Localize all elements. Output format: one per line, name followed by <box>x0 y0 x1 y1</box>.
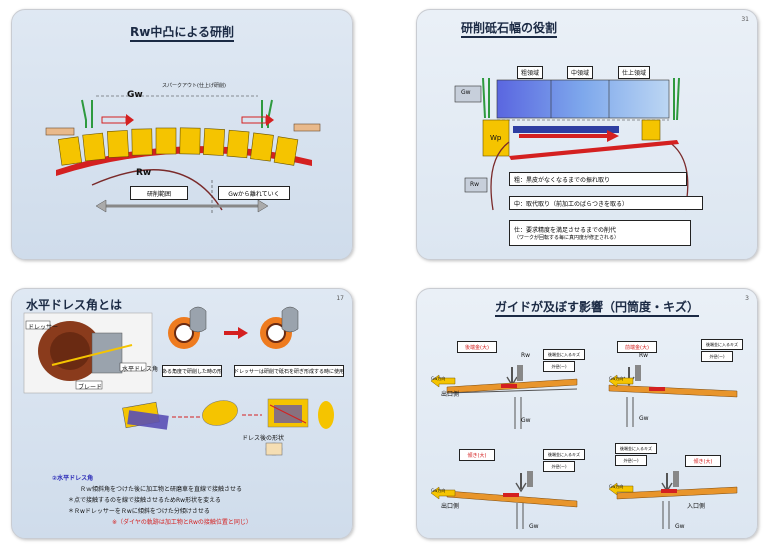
p4-in-label: 入口側 <box>687 503 706 510</box>
rw-label: Rw <box>470 181 480 188</box>
finish-explain-sub: （ワークが回転する毎に真円度が修正される） <box>514 235 620 241</box>
p1-out-label: 出口側 <box>441 391 460 398</box>
list-item-1: Ｒｗ傾斜角をつけた後に加工物と研磨車を直線で接触させる <box>80 486 243 493</box>
label-angle: 水平ドレス角 <box>122 366 159 373</box>
caption-angle-shape: ある角度で研削した時の形 <box>162 365 222 377</box>
slide3-title: 水平ドレス角とは <box>26 296 123 315</box>
slide3-page-number: 17 <box>336 295 344 302</box>
p2-note2: 外径(ー) <box>701 351 733 362</box>
list-title: ②水平ドレス角 <box>52 475 94 482</box>
range-box: 研削範囲 <box>130 186 188 200</box>
p3-tag: 傾き(大) <box>459 449 495 461</box>
p3-note2: 外径(ー) <box>543 461 575 472</box>
spark-out-label: スパークアウト(仕上げ研削) <box>162 83 226 89</box>
leave-box: Gwから離れていく <box>218 186 290 200</box>
slide4-diagram <box>430 365 738 529</box>
list-item-2: ＊点で接触するのを線で接触させるためRw形状を変える <box>68 497 221 504</box>
gw-label: Gw <box>127 90 143 100</box>
slide-horizontal-dress[interactable]: 水平ドレス角とは 17 ドレッサー ブレード 水平ドレス角 <box>11 288 353 539</box>
slide3-diagram <box>23 306 334 456</box>
slide-guide-effect[interactable]: ガイドが及ぼす影響（円筒度・キズ） 3 <box>416 288 758 539</box>
slide1-diagram <box>45 95 321 215</box>
label-dresser: ドレッサー <box>28 324 59 331</box>
list-item-3: ＊ＲwドレッサーをＲwに傾斜をつけた分傾けさせる <box>68 508 210 515</box>
slide4-title: ガイドが及ぼす影響（円筒度・キズ） <box>495 298 700 317</box>
p2-note: 後端金に入るキズ <box>701 339 743 350</box>
rough-explain: 粗：黒皮がなくなるまでの振れ取り <box>509 172 687 186</box>
p2-tag: 前端金(大) <box>617 341 657 353</box>
p2-arrow-label: Gw方向 <box>609 376 624 381</box>
slide-wheel-width[interactable]: 研削砥石幅の役割 31 <box>416 9 758 260</box>
caption-dresser-use: ドレッサーは研削で砥石を研ぎ形成する時に使用 <box>234 365 344 377</box>
wp-label: Wp <box>490 134 502 142</box>
slide-rw-convex[interactable]: Rw中凸による研削 <box>11 9 353 260</box>
slide1-title: Rw中凸による研削 <box>130 23 234 42</box>
slide2-diagram <box>454 77 689 211</box>
p3-arrow-label: Gw方向 <box>431 488 446 493</box>
medium-explain: 中：取代取り（前加工のばらつきを取る） <box>509 196 703 210</box>
p1-gw-label: Gw <box>521 417 531 424</box>
slide2-page-number: 31 <box>741 16 749 23</box>
medium-label: 中領域 <box>567 66 594 79</box>
list-item-4: ※（ダイヤの軌跡は加工物とRwの接触位置と同じ） <box>112 519 252 526</box>
rw-label: Rw <box>136 168 152 178</box>
caption-after-dress: ドレス後の形状 <box>242 435 285 442</box>
p2-gw-label: Gw <box>639 415 649 422</box>
p2-rw-label: Rw <box>639 352 649 359</box>
finish-explain-line: 仕：要求精度を満足させるまでの削代 <box>514 227 617 234</box>
gw-label: Gw <box>461 89 471 96</box>
slide4-page-number: 3 <box>745 295 749 302</box>
p4-gw-label: Gw <box>675 523 685 530</box>
p3-out-label: 出口側 <box>441 503 460 510</box>
finish-label: 仕上領域 <box>618 66 651 79</box>
slide2-title: 研削砥石幅の役割 <box>461 19 558 38</box>
p4-note2: 外径(ー) <box>615 455 647 466</box>
p3-note: 後端金に入るキズ <box>543 449 585 460</box>
p1-note: 後端金に入るキズ <box>543 349 585 360</box>
p4-tag: 傾き(大) <box>685 455 721 467</box>
label-blade: ブレード <box>78 384 103 391</box>
p4-arrow-label: Gw方向 <box>609 484 624 489</box>
p1-tag: 後端金(大) <box>457 341 497 353</box>
rough-label: 粗領域 <box>517 66 544 79</box>
p1-rw-label: Rw <box>521 352 531 359</box>
p3-gw-label: Gw <box>529 523 539 530</box>
p4-note: 後端金に入るキズ <box>615 443 657 454</box>
p1-arrow-label: Gw方向 <box>431 376 446 381</box>
p1-note2: 外径(ー) <box>543 361 575 372</box>
finish-explain: 仕：要求精度を満足させるまでの削代 （ワークが回転する毎に真円度が修正される） <box>509 220 691 246</box>
